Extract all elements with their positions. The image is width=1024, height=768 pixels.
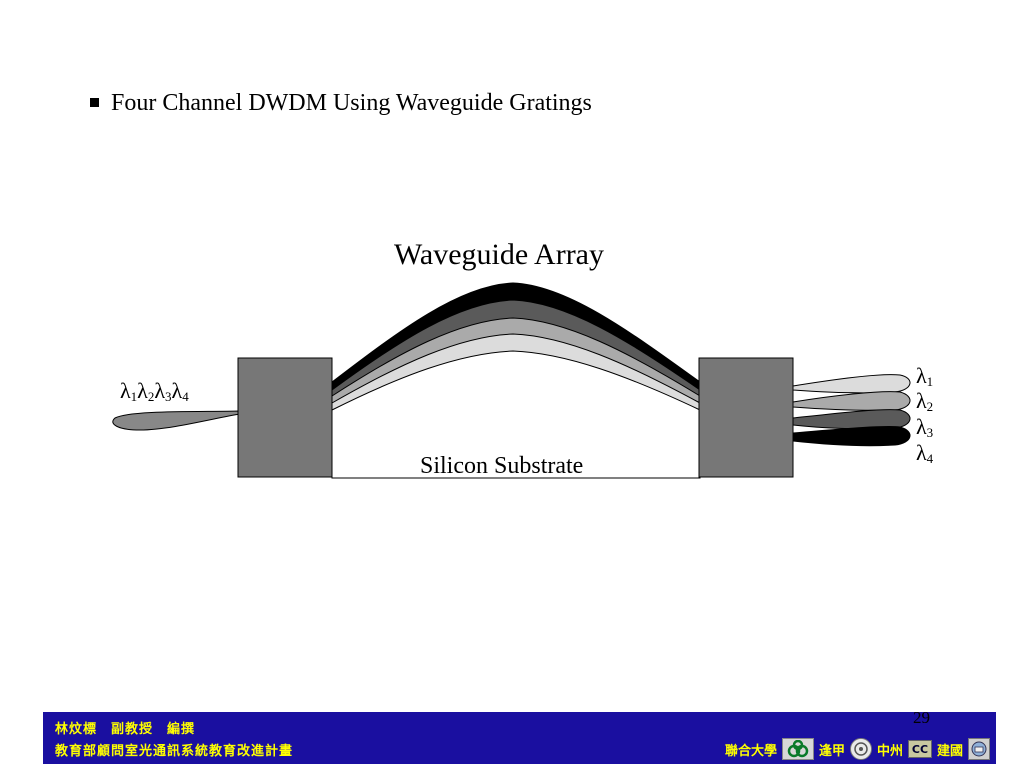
- input-wavelengths-label: λ1λ2λ3λ4: [120, 378, 189, 404]
- partner-jianguo: 建國: [936, 743, 963, 759]
- output-wavelength-2-label: λ2: [916, 388, 934, 414]
- output-fiber-1: [792, 374, 911, 394]
- partner-fengjia: 逢甲: [818, 743, 845, 759]
- project-name: 教育部顧問室光通訊系統教育改進計畫: [55, 744, 294, 759]
- cc-logo-icon: CC: [907, 740, 932, 758]
- waveguide-inner: [331, 350, 701, 479]
- page-number: 29: [913, 708, 930, 727]
- output-fiber-2: [792, 391, 911, 411]
- output-fiber-4: [792, 426, 911, 447]
- output-coupler: [698, 357, 794, 478]
- silicon-substrate-label: Silicon Substrate: [420, 453, 584, 479]
- waveguide-array-label: Waveguide Array: [394, 238, 604, 271]
- input-coupler: [237, 357, 333, 478]
- slide-footer: 林炆標 副教授 編撰 教育部顧問室光通訊系統教育改進計畫 聯合大學 逢甲 中州 …: [43, 712, 996, 764]
- output-fiber-3: [792, 409, 911, 430]
- jianguo-logo-icon: [968, 738, 990, 760]
- input-fiber: [112, 410, 241, 431]
- slide-heading: Four Channel DWDM Using Waveguide Gratin…: [111, 90, 592, 116]
- author-credit: 林炆標 副教授 編撰: [55, 722, 196, 737]
- partner-logos: 聯合大學 逢甲 中州 CC 建國: [725, 738, 990, 760]
- lianhe-logo-icon: [781, 738, 814, 760]
- output-wavelength-1-label: λ1: [916, 363, 934, 389]
- partner-lianhe: 聯合大學: [724, 743, 777, 759]
- output-wavelength-3-label: λ3: [916, 414, 934, 440]
- bullet-icon: [90, 98, 99, 107]
- partner-zhongzhou: 中州: [876, 743, 903, 759]
- output-wavelength-4-label: λ4: [916, 440, 934, 466]
- fengjia-logo-icon: [849, 738, 872, 760]
